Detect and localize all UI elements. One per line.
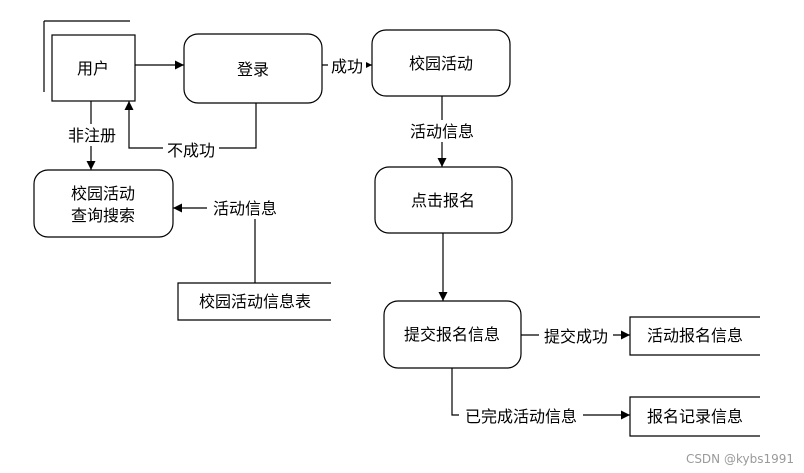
- edge-activity-info-left: [173, 203, 256, 283]
- edge-label-not-registered: 非注册: [68, 126, 116, 145]
- query-search-label-line1: 校园活动: [71, 184, 135, 203]
- login-process: 登录: [183, 33, 323, 104]
- campus-activity-process: 校园活动: [371, 29, 511, 97]
- click-signup-label: 点击报名: [411, 191, 475, 210]
- user-label: 用户: [77, 59, 109, 78]
- edge-label-completed-activity-info: 已完成活动信息: [465, 407, 577, 426]
- signup-record-info-store: 报名记录信息: [629, 396, 760, 437]
- query-search-process: 校园活动 查询搜索: [33, 169, 174, 238]
- submit-signup-process: 提交报名信息: [383, 300, 522, 369]
- activity-info-table-label: 校园活动信息表: [199, 292, 311, 311]
- activity-info-table-store: 校园活动信息表: [177, 282, 331, 321]
- submit-signup-label: 提交报名信息: [404, 325, 500, 344]
- edge-label-success: 成功: [331, 57, 363, 76]
- edge-label-failure: 不成功: [167, 141, 215, 160]
- login-label: 登录: [237, 60, 269, 79]
- query-search-label-line2: 查询搜索: [71, 206, 135, 225]
- edge-label-submit-success: 提交成功: [544, 327, 608, 346]
- user-entity: 用户: [43, 20, 136, 102]
- activity-signup-info-label: 活动报名信息: [647, 326, 743, 345]
- edge-label-activity-info-left: 活动信息: [213, 199, 277, 218]
- campus-activity-label: 校园活动: [409, 54, 473, 73]
- activity-signup-info-store: 活动报名信息: [629, 316, 760, 356]
- click-signup-process: 点击报名: [374, 166, 513, 234]
- watermark-text: CSDN @kybs1991: [686, 452, 794, 466]
- signup-record-info-label: 报名记录信息: [647, 407, 743, 426]
- edge-label-activity-info-down: 活动信息: [410, 122, 474, 141]
